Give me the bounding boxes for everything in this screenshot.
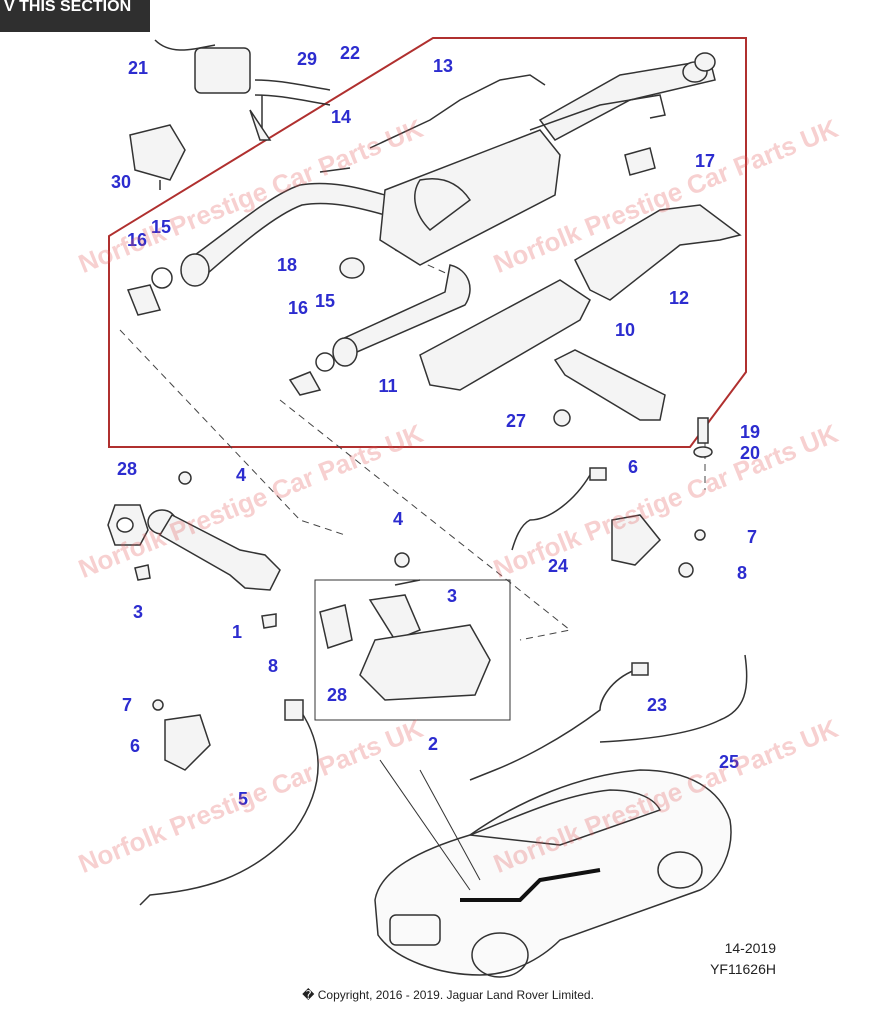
callout-27[interactable]: 27 <box>505 411 527 431</box>
callout-17[interactable]: 17 <box>694 151 716 171</box>
callout-1[interactable]: 1 <box>231 622 243 642</box>
callout-16-lower[interactable]: 16 <box>287 298 309 318</box>
reference-date: 14-2019 <box>724 940 776 956</box>
view-this-section-button[interactable]: V THIS SECTION <box>0 0 150 32</box>
callout-13[interactable]: 13 <box>432 56 454 76</box>
sensor-19-20 <box>693 417 713 458</box>
callout-10[interactable]: 10 <box>614 320 636 340</box>
callout-16-upper[interactable]: 16 <box>126 230 148 250</box>
callout-4-middle[interactable]: 4 <box>392 509 404 529</box>
callout-28-left[interactable]: 28 <box>116 459 138 479</box>
callout-3-right[interactable]: 3 <box>446 586 458 606</box>
heat-shield-11 <box>419 279 591 391</box>
catalytic-converter-2 <box>314 552 511 721</box>
highlight-box <box>108 37 747 448</box>
callout-29[interactable]: 29 <box>296 49 318 69</box>
reference-code: YF11626H <box>710 961 776 977</box>
tailpipe-hanger-13 <box>369 74 666 149</box>
oxygen-sensor-harnesses <box>139 467 748 906</box>
callout-20[interactable]: 20 <box>739 443 761 463</box>
callout-8-upper[interactable]: 8 <box>736 563 748 583</box>
callout-19[interactable]: 19 <box>739 422 761 442</box>
callout-24[interactable]: 24 <box>547 556 569 576</box>
callout-2[interactable]: 2 <box>427 734 439 754</box>
callout-30[interactable]: 30 <box>110 172 132 192</box>
callout-12[interactable]: 12 <box>668 288 690 308</box>
front-pipe-upper <box>154 39 331 141</box>
bracket-6-lower <box>152 699 211 771</box>
sensor-bracket-30 <box>129 124 186 190</box>
callout-7-lower[interactable]: 7 <box>121 695 133 715</box>
callout-21[interactable]: 21 <box>127 58 149 78</box>
callout-18[interactable]: 18 <box>276 255 298 275</box>
callout-22[interactable]: 22 <box>339 43 361 63</box>
callout-8-lower[interactable]: 8 <box>267 656 279 676</box>
bracket-10 <box>553 349 666 421</box>
bracket-6-upper <box>611 514 706 578</box>
callout-11[interactable]: 11 <box>378 376 398 396</box>
callout-25[interactable]: 25 <box>718 752 740 772</box>
small-parts-box <box>126 147 656 427</box>
down-pipe-1 <box>107 471 281 629</box>
callout-23[interactable]: 23 <box>646 695 668 715</box>
callout-6-upper[interactable]: 6 <box>627 457 639 477</box>
heat-shield-12 <box>574 204 742 301</box>
callout-5[interactable]: 5 <box>237 789 249 809</box>
callout-15-lower[interactable]: 15 <box>314 291 336 311</box>
vehicle-illustration <box>374 759 732 978</box>
copyright-notice: � Copyright, 2016 - 2019. Jaguar Land Ro… <box>302 988 594 1002</box>
callout-4-upper[interactable]: 4 <box>235 465 247 485</box>
callout-14[interactable]: 14 <box>330 107 352 127</box>
callout-15-upper[interactable]: 15 <box>150 217 172 237</box>
callout-6-lower[interactable]: 6 <box>129 736 141 756</box>
callout-3-left[interactable]: 3 <box>132 602 144 622</box>
callout-7-upper[interactable]: 7 <box>746 527 758 547</box>
callout-28-lower[interactable]: 28 <box>326 685 348 705</box>
